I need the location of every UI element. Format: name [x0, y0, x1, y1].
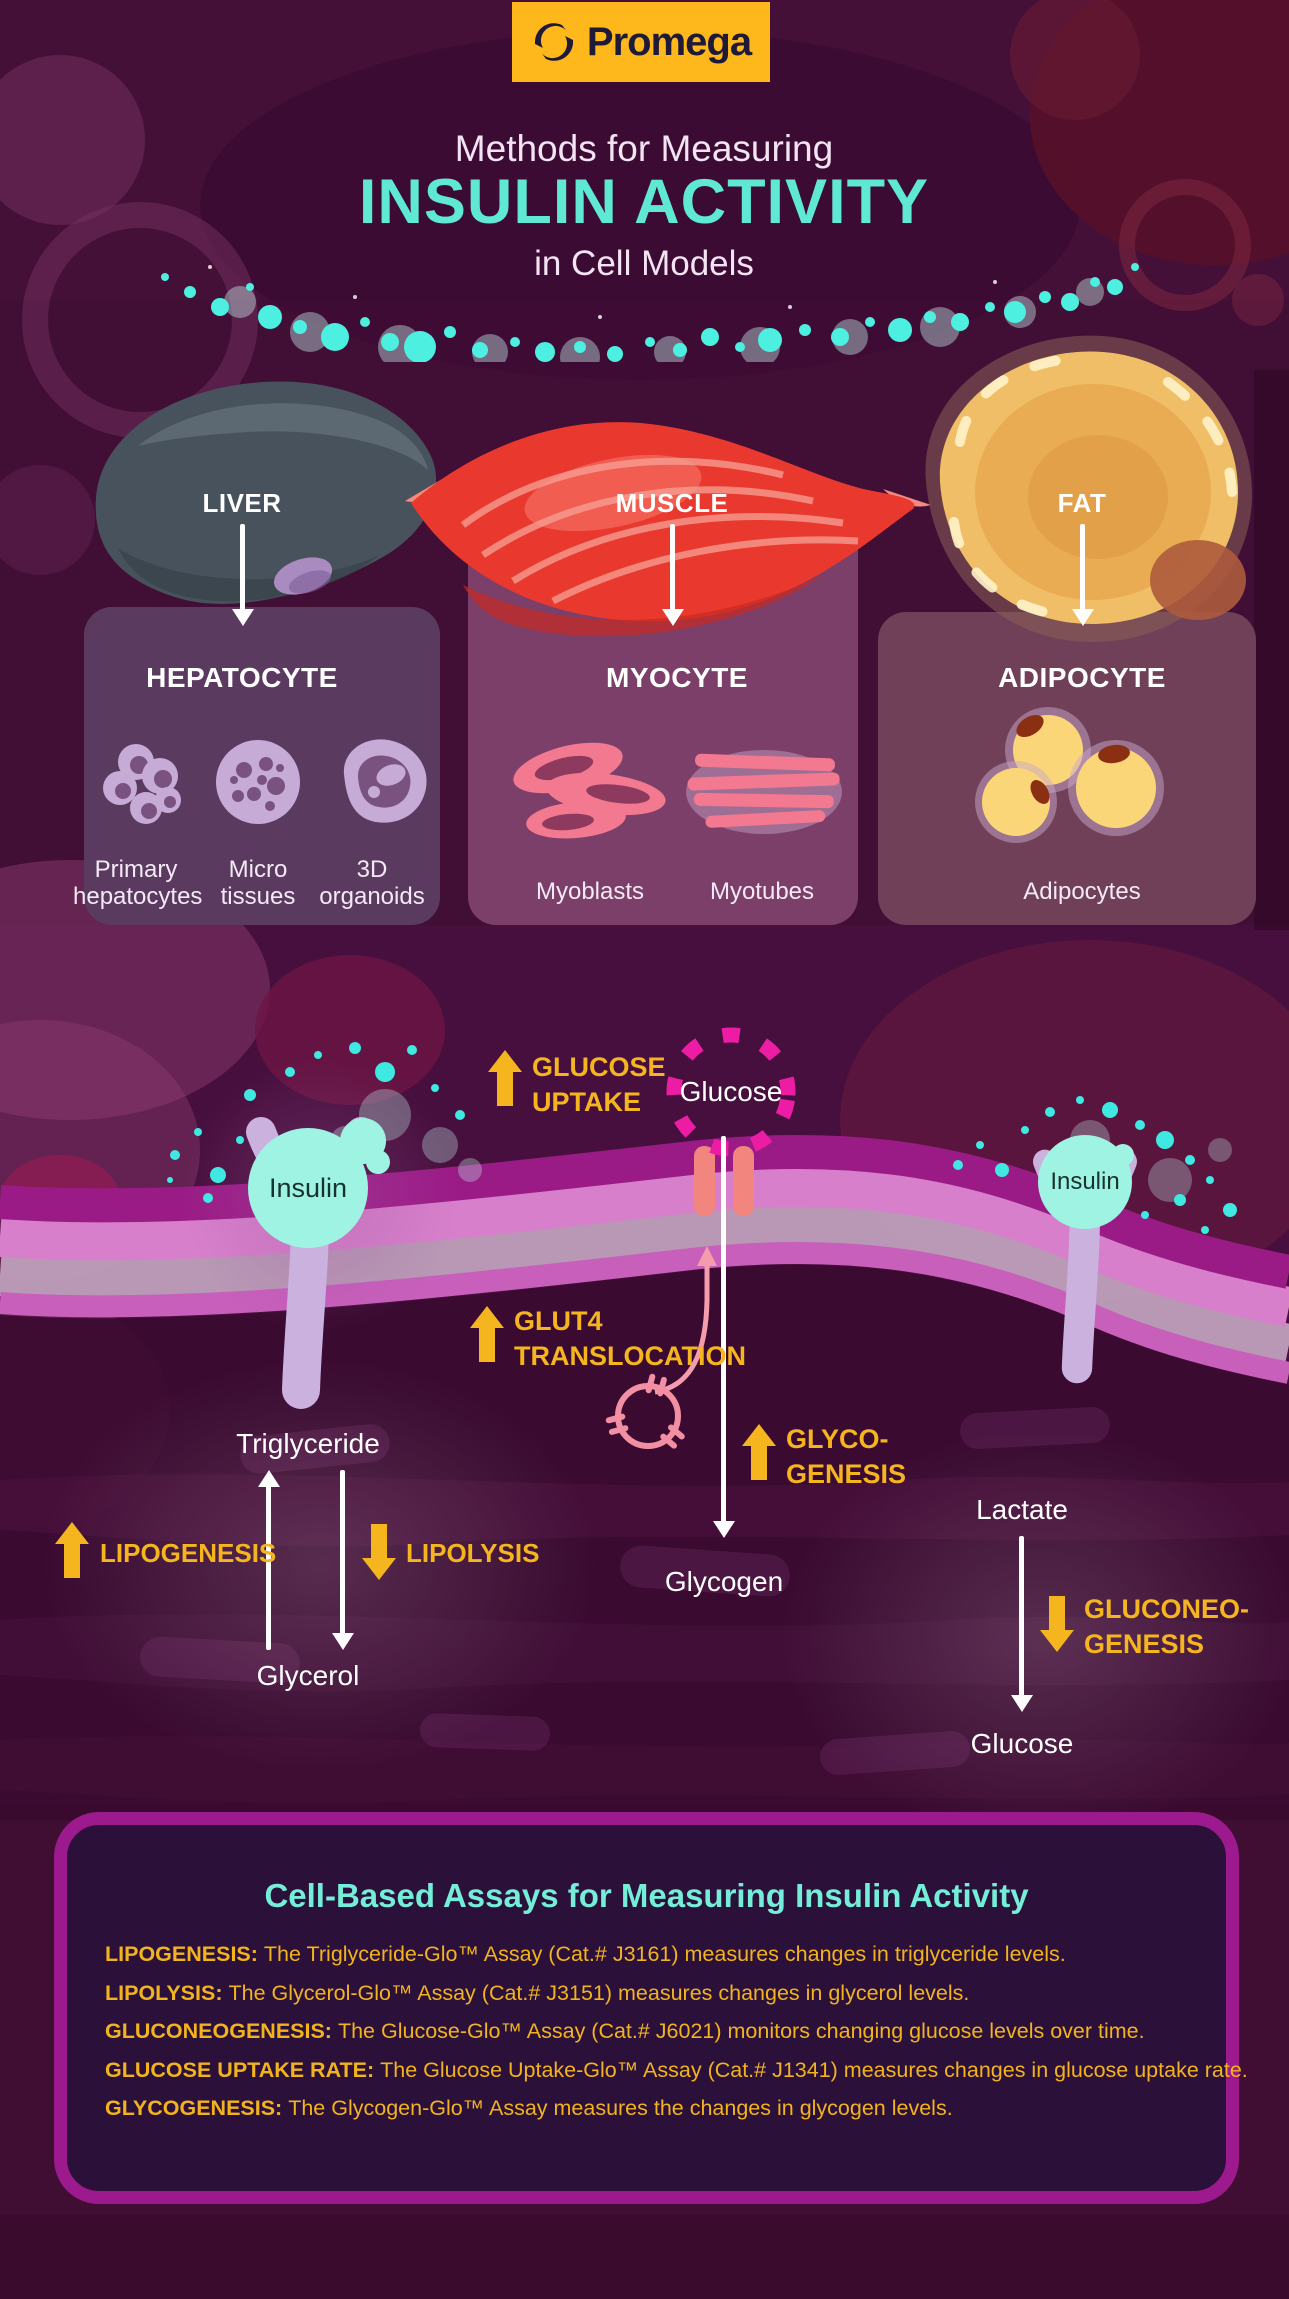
lactate-label: Lactate	[976, 1494, 1068, 1525]
adipocyte-cell-icons	[975, 707, 1164, 843]
type-myotubes: Myotubes	[709, 878, 815, 905]
insulin-label-right: Insulin	[1050, 1168, 1120, 1195]
insulin-bump-left-2	[366, 1150, 390, 1174]
micro-tissues-icon	[216, 740, 300, 824]
glut4-translocation-arrow	[654, 1246, 717, 1395]
glycogenesis-label-2: GENESIS	[786, 1459, 907, 1489]
assay-text: The Glycogen-Glo™ Assay measures the cha…	[288, 2096, 953, 2121]
assay-text: The Glucose-Glo™ Assay (Cat.# J6021) mon…	[337, 2019, 1145, 2044]
type-3d-organoids: 3D organoids	[319, 856, 425, 911]
fat-illustration	[925, 335, 1253, 643]
glucose-uptake-label-1: GLUCOSE	[532, 1052, 666, 1082]
glow-right	[770, 1420, 1289, 1850]
type-primary-hepatocytes: Primary hepatocytes	[73, 856, 203, 911]
assay-label: GLUCONEOGENESIS:	[105, 2019, 332, 2044]
gluconeogenesis-label-2: GENESIS	[1084, 1629, 1205, 1659]
gluconeogenesis-label-1: GLUCONEO-	[1084, 1594, 1249, 1624]
glut4-arrow-icon	[470, 1306, 504, 1364]
promega-swirl-icon	[534, 23, 573, 61]
glycerol-to-triglyceride-arrow	[266, 1474, 271, 1650]
assay-text: The Glycerol-Glo™ Assay (Cat.# J3151) me…	[228, 1980, 970, 2005]
glut4-channel	[694, 1146, 754, 1216]
lipolysis-arrow-icon	[362, 1522, 396, 1580]
organ-label-muscle: MUSCLE	[615, 488, 729, 518]
assay-label: LIPOLYSIS:	[105, 1980, 223, 2005]
glycogenesis-label-1: GLYCO-	[786, 1424, 889, 1454]
assay-panel: Cell-Based Assays for Measuring Insulin …	[54, 1812, 1248, 2204]
type-micro-tissues: Micro tissues	[220, 856, 296, 911]
adipocytes-icon	[975, 707, 1164, 843]
muscle-illustration	[405, 422, 931, 637]
hepatocyte-cell-icons	[103, 739, 427, 824]
glycerol-label: Glycerol	[256, 1660, 360, 1691]
primary-hepatocytes-icon	[103, 744, 181, 824]
insulin-bump-right	[1112, 1144, 1134, 1166]
promega-logo: Promega	[512, 2, 770, 82]
triglyceride-label: Triglyceride	[236, 1428, 380, 1459]
glucose-product-label: Glucose	[970, 1728, 1074, 1759]
assay-panel-title: Cell-Based Assays for Measuring Insulin …	[264, 1877, 1029, 1914]
cell-label-hepatocyte: HEPATOCYTE	[146, 662, 338, 693]
organoids-3d-icon	[343, 739, 427, 823]
glycogenesis-arrow-icon	[742, 1424, 776, 1482]
sparkle-strip	[161, 263, 1139, 362]
assay-list: LIPOGENESIS:The Triglyceride-Glo™ Assay …	[105, 1943, 1248, 2136]
glut4-vesicle	[605, 1373, 685, 1449]
liver-illustration	[95, 381, 437, 604]
type-myoblasts: Myoblasts	[535, 878, 645, 905]
assay-label: LIPOGENESIS:	[105, 1942, 258, 1966]
organ-label-fat: FAT	[1057, 488, 1107, 518]
lipolysis-label: LIPOLYSIS	[406, 1538, 540, 1568]
cell-label-adipocyte: ADIPOCYTE	[998, 662, 1166, 693]
myocyte-cell-icons	[513, 742, 842, 839]
page-title: INSULIN ACTIVITY	[358, 167, 930, 237]
glucose-uptake-arrow-icon	[488, 1050, 522, 1108]
assay-label: GLUCOSE UPTAKE RATE:	[105, 2057, 375, 2082]
assay-text: The Glucose Uptake-Glo™ Assay (Cat.# J13…	[380, 2057, 1248, 2082]
myotubes-icon	[686, 750, 842, 834]
lactate-to-glucose-arrow	[1019, 1536, 1024, 1708]
arrow-muscle-to-myocyte	[670, 524, 675, 622]
title-line3: in Cell Models	[534, 244, 754, 283]
arrow-fat-to-adipocyte	[1080, 524, 1085, 622]
assay-text: The Triglyceride-Glo™ Assay (Cat.# J3161…	[263, 1942, 1066, 1966]
lipogenesis-arrow-icon	[55, 1522, 89, 1580]
glucose-uptake-label-2: UPTAKE	[532, 1087, 642, 1117]
insulin-label-left: Insulin	[268, 1172, 348, 1203]
arrow-liver-to-hepatocyte	[240, 524, 245, 622]
cell-label-myocyte: MYOCYTE	[606, 662, 748, 693]
glucose-molecule-label: Glucose	[679, 1076, 783, 1107]
assay-row-lipolysis: LIPOLYSIS:The Glycerol-Glo™ Assay (Cat.#…	[105, 1980, 1248, 2005]
triglyceride-to-glycerol-arrow	[340, 1470, 345, 1646]
lipogenesis-label: LIPOGENESIS	[100, 1538, 277, 1568]
assay-label: GLYCOGENESIS:	[105, 2096, 283, 2121]
assay-row-glycogenesis: GLYCOGENESIS:The Glycogen-Glo™ Assay mea…	[105, 2097, 1248, 2120]
glow-left	[30, 1350, 610, 1780]
glucose-to-glycogen-arrow	[721, 1136, 726, 1534]
gluconeogenesis-arrow-icon	[1040, 1594, 1074, 1652]
type-adipocytes: Adipocytes	[1023, 878, 1141, 905]
glycogen-label: Glycogen	[664, 1566, 784, 1597]
assay-row-lipogenesis: LIPOGENESIS:The Triglyceride-Glo™ Assay …	[105, 1943, 1248, 1966]
brand-name: Promega	[586, 19, 752, 64]
assay-row-glucose-uptake-rate: GLUCOSE UPTAKE RATE:The Glucose Uptake-G…	[105, 2057, 1248, 2082]
myoblasts-icon	[513, 742, 666, 839]
cell-membrane	[0, 1134, 1289, 1820]
glut4-label-2: TRANSLOCATION	[514, 1341, 746, 1371]
assay-row-gluconeogenesis: GLUCONEOGENESIS:The Glucose-Glo™ Assay (…	[105, 2020, 1248, 2043]
title-line1: Methods for Measuring	[454, 128, 834, 169]
glut4-label-1: GLUT4	[514, 1306, 603, 1336]
organ-label-liver: LIVER	[202, 488, 282, 518]
